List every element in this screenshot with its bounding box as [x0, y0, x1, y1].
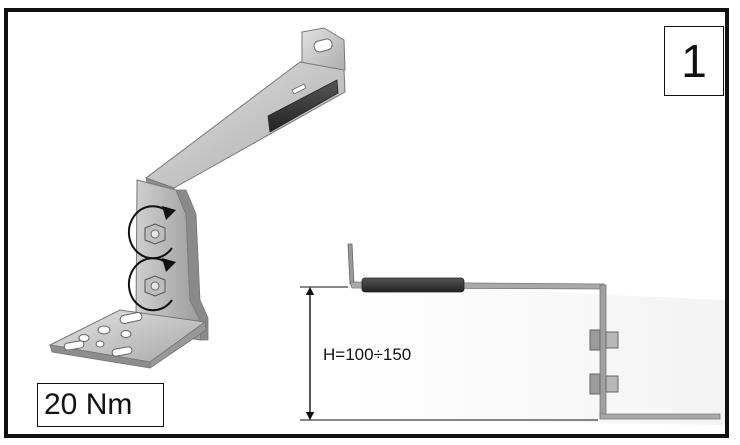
bolt-icon [589, 373, 619, 395]
rubber-pad [267, 79, 339, 133]
bracket-side-view [347, 243, 725, 425]
bolt-icon [589, 329, 619, 351]
bolt-icon [144, 275, 166, 297]
arrowhead-icon [162, 258, 176, 272]
tighten-arrow-icon [127, 205, 173, 312]
bolt-icon [144, 223, 166, 245]
step-number: 1 [664, 26, 724, 96]
height-label: H=100÷150 [323, 345, 412, 364]
arrowhead-icon [162, 206, 176, 220]
height-dimension [300, 286, 598, 421]
bracket-3d [48, 27, 346, 369]
rubber-pad [361, 277, 465, 293]
slot-icon [313, 38, 333, 53]
torque-label: 20 Nm [37, 383, 164, 427]
